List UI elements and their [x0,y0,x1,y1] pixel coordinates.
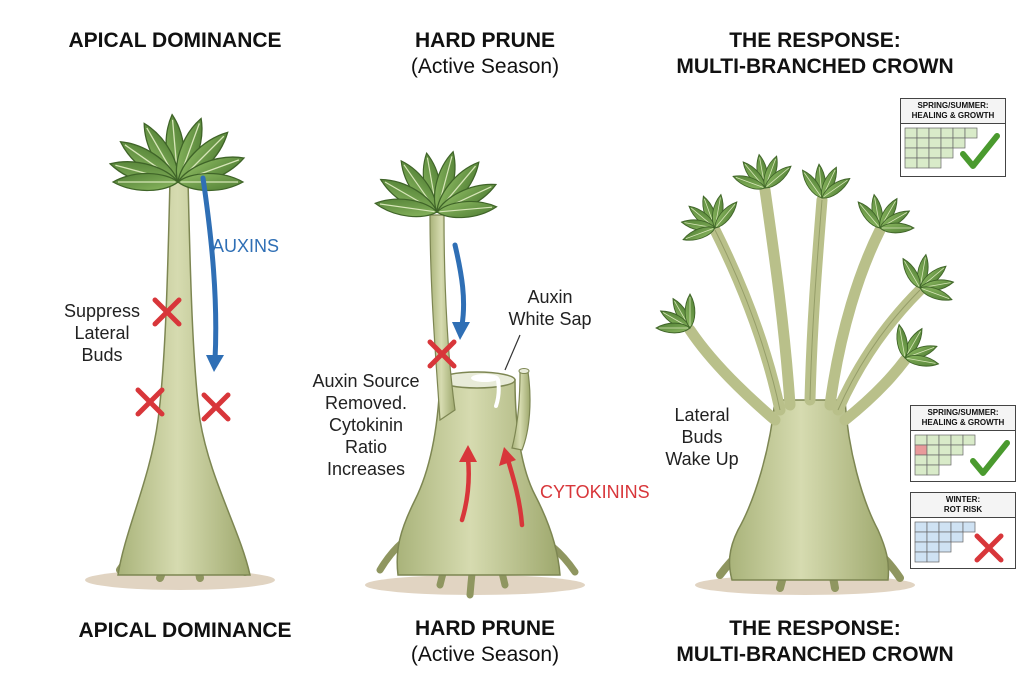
arrow-icon [206,355,224,372]
calendar-grid [914,521,1004,563]
plant-hard-prune [373,149,579,599]
auxin-arrow-left [200,175,219,363]
top-title-hard-prune-main: HARD PRUNE [414,29,555,52]
label-removed-line4: Ratio [344,437,388,457]
label-removed-line5: Increases [326,459,406,479]
bottom-title-hard-prune-main: HARD PRUNE [414,617,555,640]
bottom-title-response-line2: MULTI-BRANCHED CROWN [676,643,954,666]
cross-icon [974,533,1004,563]
bottom-title-response: THE RESPONSE: MULTI-BRANCHED CROWN [660,616,970,668]
bottom-title-apical-dominance: APICAL DOMINANCE [78,619,292,642]
label-auxin-white-sap: Auxin White Sap [500,286,600,330]
top-title-hard-prune: HARD PRUNE (Active Season) [360,28,610,80]
calendar-grid [914,434,1010,476]
top-title-apical-dominance: APICAL DOMINANCE [68,29,282,52]
label-lateral-buds-wake-up: Lateral Buds Wake Up [652,404,752,470]
top-title-hard-prune-sub: (Active Season) [410,55,560,78]
arrow-icon [452,322,470,340]
bottom-title-hard-prune-sub: (Active Season) [410,643,560,666]
calendar-header-line2: HEALING & GROWTH [921,418,1005,427]
calendar-spring-summer-bottom: SPRING/SUMMER: HEALING & GROWTH [910,405,1016,482]
label-wake-line2: Buds [681,427,723,447]
calendar-spring-summer-top: SPRING/SUMMER: HEALING & GROWTH [900,98,1006,177]
label-auxin-source-removed: Auxin Source Removed. Cytokinin Ratio In… [296,370,436,480]
label-suppress-line2: Lateral [74,323,130,343]
calendar-header: SPRING/SUMMER: HEALING & GROWTH [901,99,1005,124]
check-icon [970,440,1010,476]
auxin-arrow-center [452,242,467,328]
ground-shadow-center [365,575,585,595]
label-suppress-lateral-buds: Suppress Lateral Buds [52,300,152,366]
top-title-response-line2: MULTI-BRANCHED CROWN [676,55,954,78]
calendar-grid [904,127,1000,169]
calendar-header-line1: SPRING/SUMMER: [917,101,989,110]
cross-icon [135,387,165,417]
label-removed-line1: Auxin Source [312,371,420,391]
top-title-response-line1: THE RESPONSE: [729,29,901,52]
label-sap-line1: Auxin [527,287,573,307]
label-auxins: AUXINS [212,236,280,256]
bottom-title-response-line1: THE RESPONSE: [729,617,901,640]
label-wake-line3: Wake Up [665,449,739,469]
label-removed-line2: Removed. [324,393,408,413]
label-suppress-line3: Buds [81,345,123,365]
cross-icon [152,297,182,327]
arrow-icon [499,447,516,466]
calendar-header-line1: WINTER: [945,495,981,504]
bottom-title-hard-prune: HARD PRUNE (Active Season) [360,616,610,668]
label-suppress-line1: Suppress [63,301,141,321]
calendar-header: WINTER: ROT RISK [911,493,1015,518]
label-removed-line3: Cytokinin [328,415,404,435]
arrow-icon [459,445,477,462]
calendar-winter: WINTER: ROT RISK [910,492,1016,569]
cross-icon [427,339,457,369]
calendar-header-line1: SPRING/SUMMER: [927,408,999,417]
calendar-header-line2: ROT RISK [943,505,983,514]
plant-apical-dominance [107,113,251,582]
calendar-header: SPRING/SUMMER: HEALING & GROWTH [911,406,1015,431]
calendar-header-line2: HEALING & GROWTH [911,111,995,120]
label-sap-line2: White Sap [508,309,592,329]
label-cytokinins: CYTOKININS [540,482,650,502]
check-icon [960,133,1000,169]
plant-multi-branched [655,153,955,592]
top-title-response: THE RESPONSE: MULTI-BRANCHED CROWN [660,28,970,80]
cross-icon [201,392,231,422]
label-wake-line1: Lateral [674,405,730,425]
